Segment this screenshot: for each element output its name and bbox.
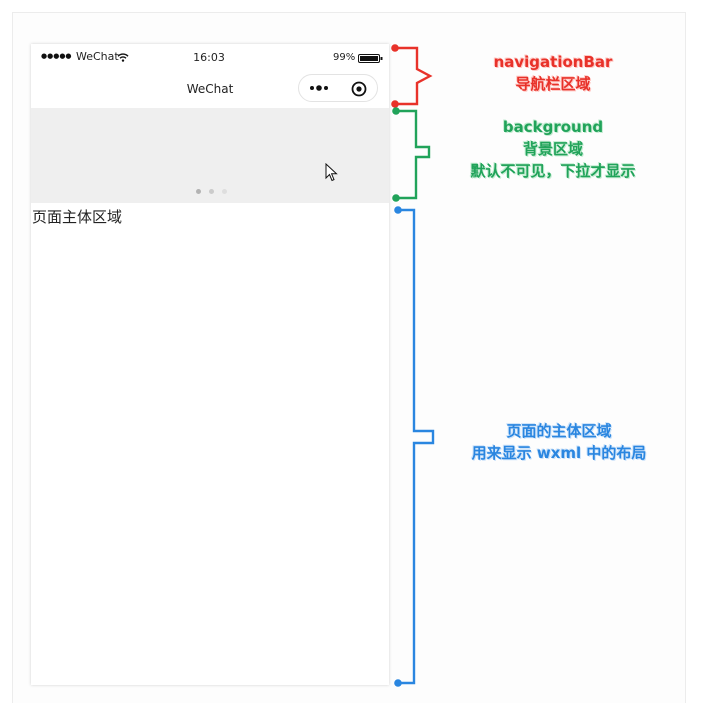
background-annotation: background 背景区域 默认不可见，下拉才显示: [440, 116, 666, 182]
phone-screen: ●●●●● WeChat 16:03 99% WeChat: [31, 44, 389, 685]
navigation-bar-annotation: navigationBar 导航栏区域: [458, 51, 648, 95]
nav-title: WeChat: [186, 82, 234, 96]
main-annotation-line1: 页面的主体区域: [506, 422, 612, 440]
main-area-bracket: [394, 206, 435, 687]
target-circle-icon[interactable]: [351, 81, 367, 101]
background-area: [31, 108, 389, 203]
indicator-dot: [209, 189, 214, 194]
navigation-annotation-subtitle: 导航栏区域: [515, 75, 591, 93]
main-area-annotation: 页面的主体区域 用来显示 wxml 中的布局: [444, 420, 674, 464]
battery-percent: 99%: [333, 52, 356, 63]
wifi-icon: [117, 52, 129, 65]
status-time: 16:03: [193, 51, 225, 64]
background-bracket: [392, 107, 431, 202]
menu-capsule: [298, 74, 378, 102]
carrier-name: WeChat: [76, 50, 119, 63]
page-indicator: [196, 179, 235, 198]
status-bar: ●●●●● WeChat 16:03 99%: [31, 44, 389, 68]
main-annotation-line2: 用来显示 wxml 中的布局: [471, 444, 647, 462]
background-annotation-title: background: [502, 118, 604, 136]
indicator-dot: [196, 189, 201, 194]
navigation-annotation-title: navigationBar: [493, 53, 613, 71]
battery-icon: [358, 53, 383, 66]
mouse-cursor-icon: [325, 162, 339, 187]
navigation-bracket: [391, 44, 433, 108]
background-annotation-line2: 默认不可见，下拉才显示: [470, 162, 636, 180]
signal-strength: ●●●●●: [41, 52, 72, 60]
page-body-text: 页面主体区域: [32, 208, 123, 226]
indicator-dot: [222, 189, 227, 194]
background-annotation-line1: 背景区域: [522, 140, 583, 158]
navigation-bar: WeChat: [31, 68, 389, 108]
more-dots-icon[interactable]: [309, 78, 331, 100]
